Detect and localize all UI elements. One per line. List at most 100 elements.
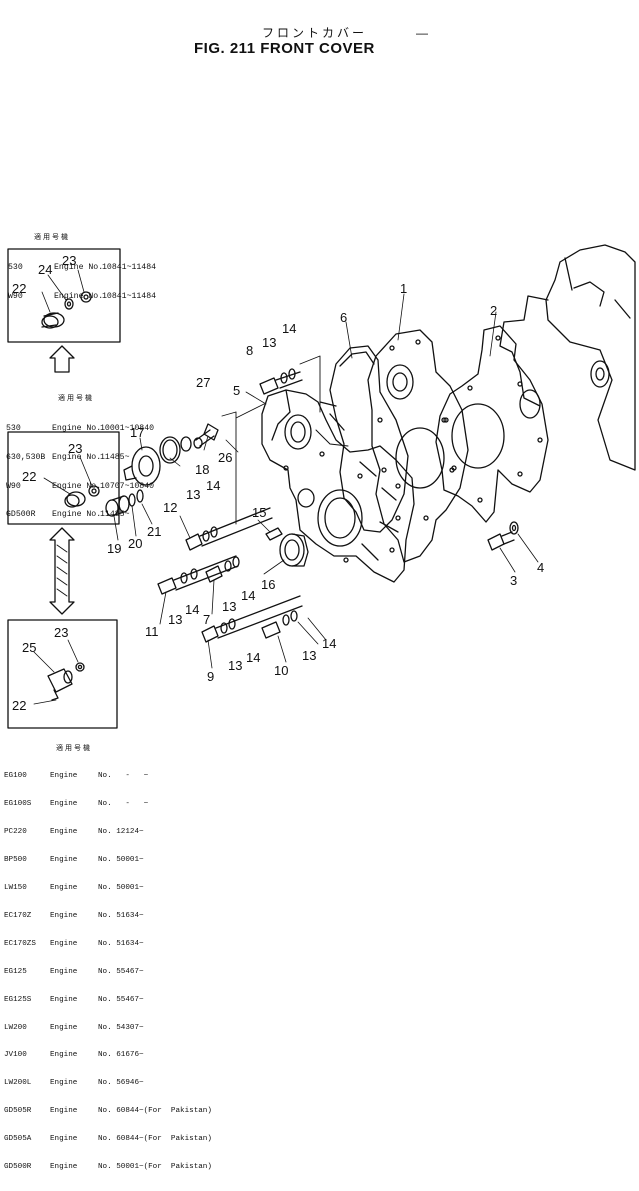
bracket-lines <box>221 403 265 525</box>
callout-22: 22 <box>12 698 26 713</box>
callout-23: 23 <box>68 441 82 456</box>
bolt-part-11 <box>157 555 239 595</box>
callout-10: 10 <box>274 663 288 678</box>
callout-9: 9 <box>207 669 214 684</box>
nut-part-23-bottom <box>75 662 85 672</box>
arrow-up-icon <box>49 345 75 373</box>
oil-seal-part-16 <box>279 533 309 567</box>
front-plate-part-1 <box>367 329 469 563</box>
callout-21: 21 <box>147 524 161 539</box>
washer-part-4 <box>509 521 519 535</box>
leader-lines-bottom <box>33 639 79 705</box>
callout-3: 3 <box>510 573 517 588</box>
leader-lines-top <box>41 269 85 313</box>
engine-block-outline <box>499 244 636 471</box>
callout-22: 22 <box>12 281 26 296</box>
callout-11: 11 <box>145 624 159 639</box>
nut-part-23-top <box>80 291 92 303</box>
callout-27: 27 <box>196 375 210 390</box>
dowel-pin-part-15 <box>265 527 283 541</box>
callout-26: 26 <box>218 450 232 465</box>
callout-13: 13 <box>302 648 316 663</box>
inset-box-top <box>7 248 121 343</box>
callout-14: 14 <box>282 321 296 336</box>
callout-14: 14 <box>241 588 255 603</box>
gasket-part-2 <box>435 325 549 523</box>
bolt-part-8 <box>259 368 303 395</box>
figure-title: FIG. 211 FRONT COVER <box>194 40 375 57</box>
callout-13: 13 <box>168 612 182 627</box>
callout-6: 6 <box>340 310 347 325</box>
bolt-part-3 <box>487 531 515 551</box>
callout-14: 14 <box>206 478 220 493</box>
nut-part-23-middle <box>88 485 100 497</box>
japanese-title: フロントカバー <box>262 26 368 40</box>
callout-15: 15 <box>252 505 266 520</box>
callout-13: 13 <box>186 487 200 502</box>
callout-8: 8 <box>246 343 253 358</box>
bolt-part-27 <box>193 423 219 449</box>
sensor-part-25 <box>47 668 73 701</box>
inset-box-bottom <box>7 619 118 729</box>
callout-16: 16 <box>261 577 275 592</box>
callout-25: 25 <box>22 640 36 655</box>
callout-13: 13 <box>222 599 236 614</box>
table-header: 適用号機 <box>56 744 92 753</box>
callout-18: 18 <box>195 462 209 477</box>
title-dash: — <box>416 26 428 40</box>
callout-2: 2 <box>490 303 497 318</box>
callout-20: 20 <box>128 536 142 551</box>
double-arrow-icon <box>49 527 75 615</box>
cap-part-22-top <box>41 312 65 329</box>
callout-1: 1 <box>400 281 407 296</box>
cap-part-22-middle <box>64 491 86 508</box>
filler-cap-part-17 <box>123 446 161 486</box>
callout-leaders <box>113 293 539 669</box>
callout-4: 4 <box>537 560 544 575</box>
callout-13: 13 <box>262 335 276 350</box>
callout-24: 24 <box>38 262 52 277</box>
pipe-part-19 <box>105 495 130 517</box>
callout-14: 14 <box>322 636 336 651</box>
callout-7: 7 <box>203 612 210 627</box>
callout-22: 22 <box>22 469 36 484</box>
bolt-part-7 <box>205 556 240 583</box>
table-header: 適用号機 <box>34 234 70 243</box>
callout-23: 23 <box>62 253 76 268</box>
exploded-view-drawing: 1 2 3 4 5 6 7 8 9 10 11 12 13 13 13 13 1… <box>7 244 636 729</box>
callout-numbers: 1 2 3 4 5 6 7 8 9 10 11 12 13 13 13 13 1… <box>12 253 544 713</box>
o-ring-part-18 <box>159 436 181 464</box>
bolt-part-10 <box>261 610 298 639</box>
callout-14: 14 <box>246 650 260 665</box>
callout-14: 14 <box>185 602 199 617</box>
callout-5: 5 <box>233 383 240 398</box>
table-header: 適用号機 <box>58 395 94 404</box>
o-ring-part-26 <box>180 436 192 452</box>
callout-12: 12 <box>163 500 177 515</box>
washer-part-20 <box>128 493 136 507</box>
leader-bolt-8 <box>299 355 321 413</box>
washer-part-24-top <box>64 298 74 310</box>
callout-17: 17 <box>130 425 144 440</box>
callout-19: 19 <box>107 541 121 556</box>
callout-23: 23 <box>54 625 68 640</box>
